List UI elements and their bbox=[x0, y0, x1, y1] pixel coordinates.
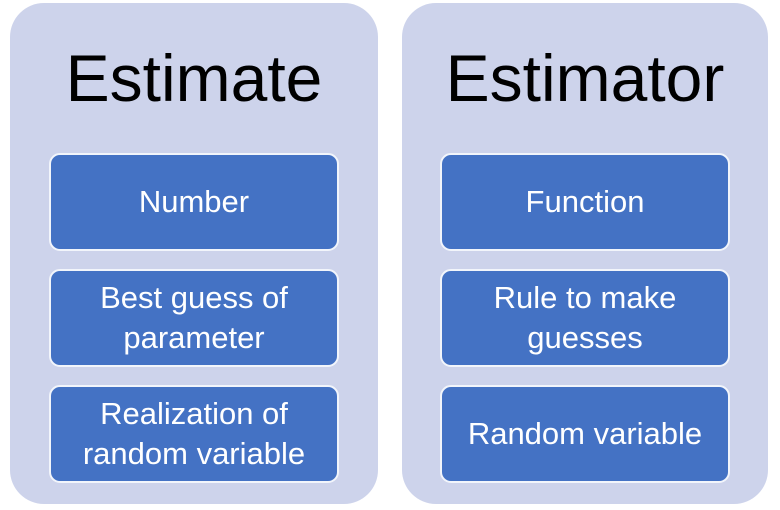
panel-estimate-items: Number Best guess of parameter Realizati… bbox=[10, 153, 378, 483]
list-item-random-variable: Random variable bbox=[440, 385, 730, 483]
list-item-rule: Rule to make guesses bbox=[440, 269, 730, 367]
list-item-best-guess: Best guess of parameter bbox=[49, 269, 339, 367]
panel-estimate-title: Estimate bbox=[65, 41, 323, 115]
panel-estimate: Estimate Number Best guess of parameter … bbox=[10, 3, 378, 504]
panel-estimator: Estimator Function Rule to make guesses … bbox=[402, 3, 768, 504]
list-item-number: Number bbox=[49, 153, 339, 251]
panel-estimator-items: Function Rule to make guesses Random var… bbox=[402, 153, 768, 483]
list-item-realization: Realization of random variable bbox=[49, 385, 339, 483]
list-item-function: Function bbox=[440, 153, 730, 251]
panel-estimator-title: Estimator bbox=[445, 41, 725, 115]
